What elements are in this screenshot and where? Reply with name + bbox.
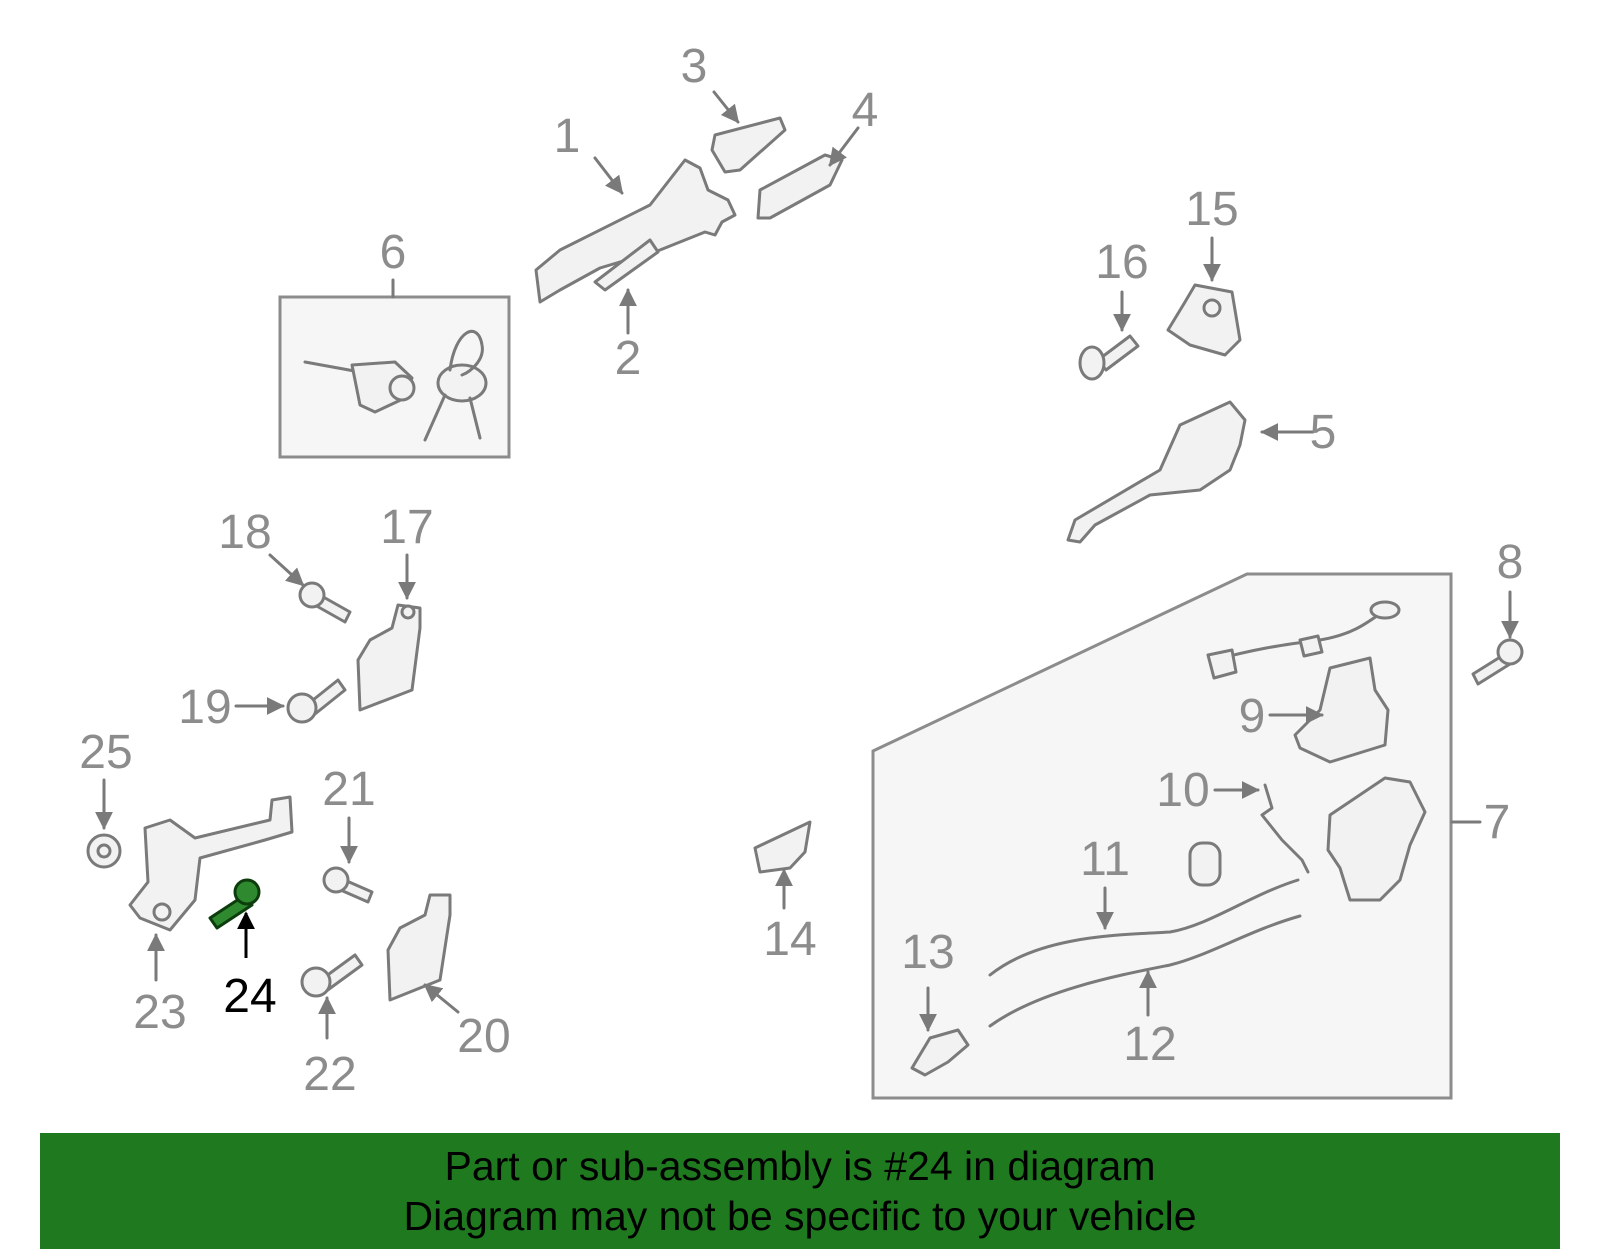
callout-22: 22 (303, 1048, 356, 1101)
callout-5: 5 (1310, 406, 1337, 459)
bolt-21-head (322, 866, 350, 894)
callout-25: 25 (79, 726, 132, 779)
leader-18 (268, 553, 305, 587)
cable-11 (988, 878, 1300, 977)
lock-rod (303, 360, 362, 374)
callout-15: 15 (1185, 183, 1238, 236)
striker-hole (1202, 298, 1222, 318)
bolt-22-head (300, 966, 332, 998)
callout-3: 3 (681, 40, 708, 93)
bolt-8-head (1496, 638, 1524, 666)
door-check-23-hole (152, 902, 172, 922)
callout-14: 14 (763, 913, 816, 966)
key-fob-part (436, 363, 488, 403)
banner-line-2: Diagram may not be specific to your vehi… (403, 1193, 1197, 1239)
callout-17: 17 (380, 501, 433, 554)
callout-21: 21 (322, 763, 375, 816)
bolt-18-head (298, 581, 326, 609)
harness-connector-b (1298, 634, 1324, 658)
rod-10-part (1260, 783, 1310, 874)
callout-11: 11 (1080, 833, 1130, 886)
key-ring (448, 329, 484, 377)
info-banner: Part or sub-assembly is #24 in diagram D… (40, 1133, 1560, 1249)
callout-16: 16 (1095, 236, 1148, 289)
grommet-part (1188, 841, 1222, 887)
callout-7: 7 (1484, 796, 1511, 849)
callout-18: 18 (218, 506, 271, 559)
callout-12: 12 (1123, 1018, 1176, 1071)
bracket-13-part (910, 1028, 970, 1077)
callout-23: 23 (133, 986, 186, 1039)
callout-8: 8 (1497, 536, 1524, 589)
key-blade-a (423, 393, 447, 442)
harness-connector-a (1206, 648, 1238, 680)
callout-2: 2 (615, 332, 642, 385)
handle-bracket-part (1066, 400, 1247, 544)
callout-4: 4 (852, 84, 879, 137)
key-blade-b (468, 396, 482, 440)
callout-10: 10 (1156, 764, 1209, 817)
hinge-17-hole (400, 604, 416, 620)
callout-24: 24 (223, 970, 276, 1023)
parts-diagram: 1 2 3 4 5 6 7 8 9 10 11 12 13 14 15 16 1… (79, 40, 1524, 1101)
latch-7-part (1326, 776, 1427, 902)
screw-16-head (1078, 345, 1106, 381)
callout-1: 1 (554, 110, 581, 163)
harness-end (1369, 600, 1401, 620)
escutcheon-part (756, 153, 844, 220)
striker-part (1166, 283, 1242, 357)
callout-13: 13 (901, 926, 954, 979)
hinge-17-part (356, 603, 422, 712)
callout-20: 20 (457, 1010, 510, 1063)
hinge-20-part (386, 893, 452, 1002)
end-cap-part (710, 116, 787, 174)
cable-12 (988, 914, 1302, 1028)
part-14 (753, 820, 812, 874)
callout-9: 9 (1239, 690, 1266, 743)
banner-line-1: Part or sub-assembly is #24 in diagram (444, 1143, 1156, 1189)
leader-1 (593, 156, 624, 195)
callout-6: 6 (380, 226, 407, 279)
bolt-19-head (286, 692, 318, 724)
callout-19: 19 (178, 681, 231, 734)
bolt-24-head (233, 878, 261, 906)
outer-handle-part (534, 158, 737, 304)
door-check-23-part (128, 795, 294, 932)
leader-3 (712, 90, 740, 124)
leader-4 (828, 126, 860, 167)
handle-bezel-part (593, 238, 660, 292)
cylinder-face (388, 374, 416, 402)
lock-assembly-box (871, 572, 1453, 1100)
nut-25-hole (96, 843, 112, 859)
leader-20 (423, 983, 460, 1014)
